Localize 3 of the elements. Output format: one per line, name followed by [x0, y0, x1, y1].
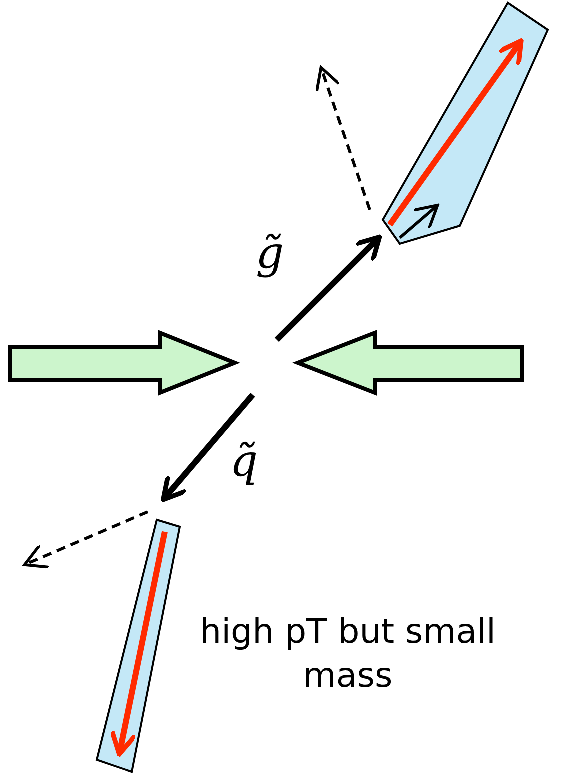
- particle-symbol: g̃: [256, 232, 284, 276]
- particle-symbol: q̃: [230, 440, 258, 484]
- annotation-text: high pT but small mass: [199, 611, 497, 698]
